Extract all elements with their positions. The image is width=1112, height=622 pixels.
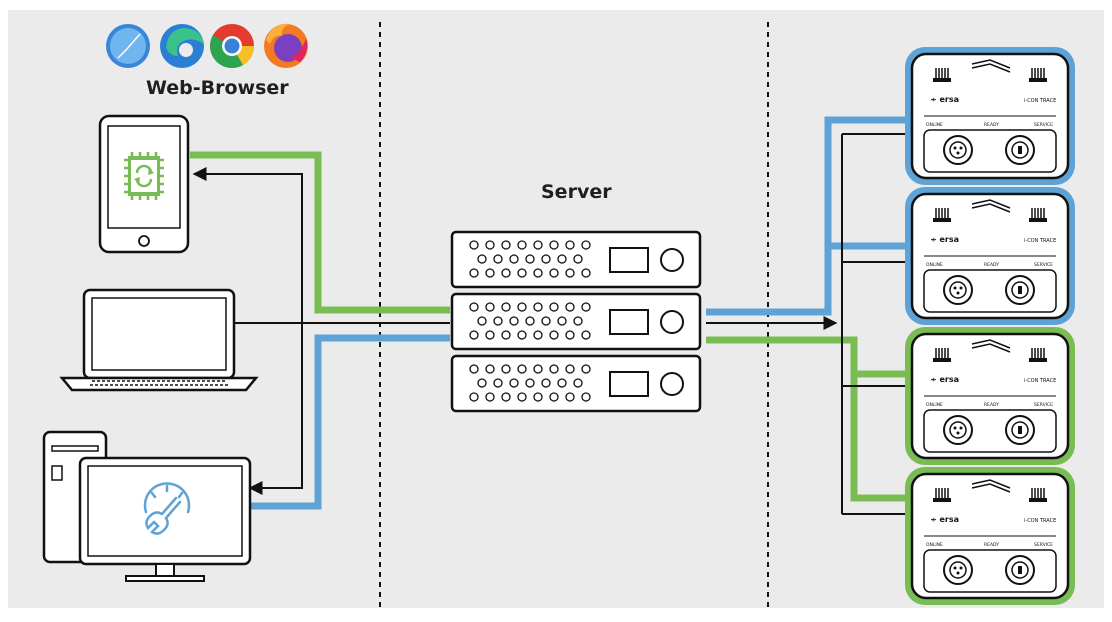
green-link-stations [706,336,910,502]
arrow-to-desktop [248,323,303,495]
blue-link-stations [706,116,910,316]
server-unit-top [450,230,702,289]
server-unit-middle [450,292,702,351]
edge-icon [160,24,204,68]
station-3 [905,327,1075,465]
blue-link-desktop [246,334,450,510]
chrome-icon [210,24,254,68]
station-4 [905,467,1075,605]
green-link-tablet [190,151,450,314]
service-wrench-icon [143,482,191,535]
web-browser-label: Web-Browser [146,77,289,99]
arrow-to-tablet [192,167,303,323]
server-unit-bottom [450,354,702,413]
station-2 [905,187,1075,325]
station-1 [905,47,1075,185]
safari-icon [106,24,150,68]
firefox-icon [264,23,308,68]
server-label: Server [541,181,612,203]
chip-sync-icon [124,152,164,200]
laptop-device [59,288,259,392]
desktop-pc [42,430,252,582]
